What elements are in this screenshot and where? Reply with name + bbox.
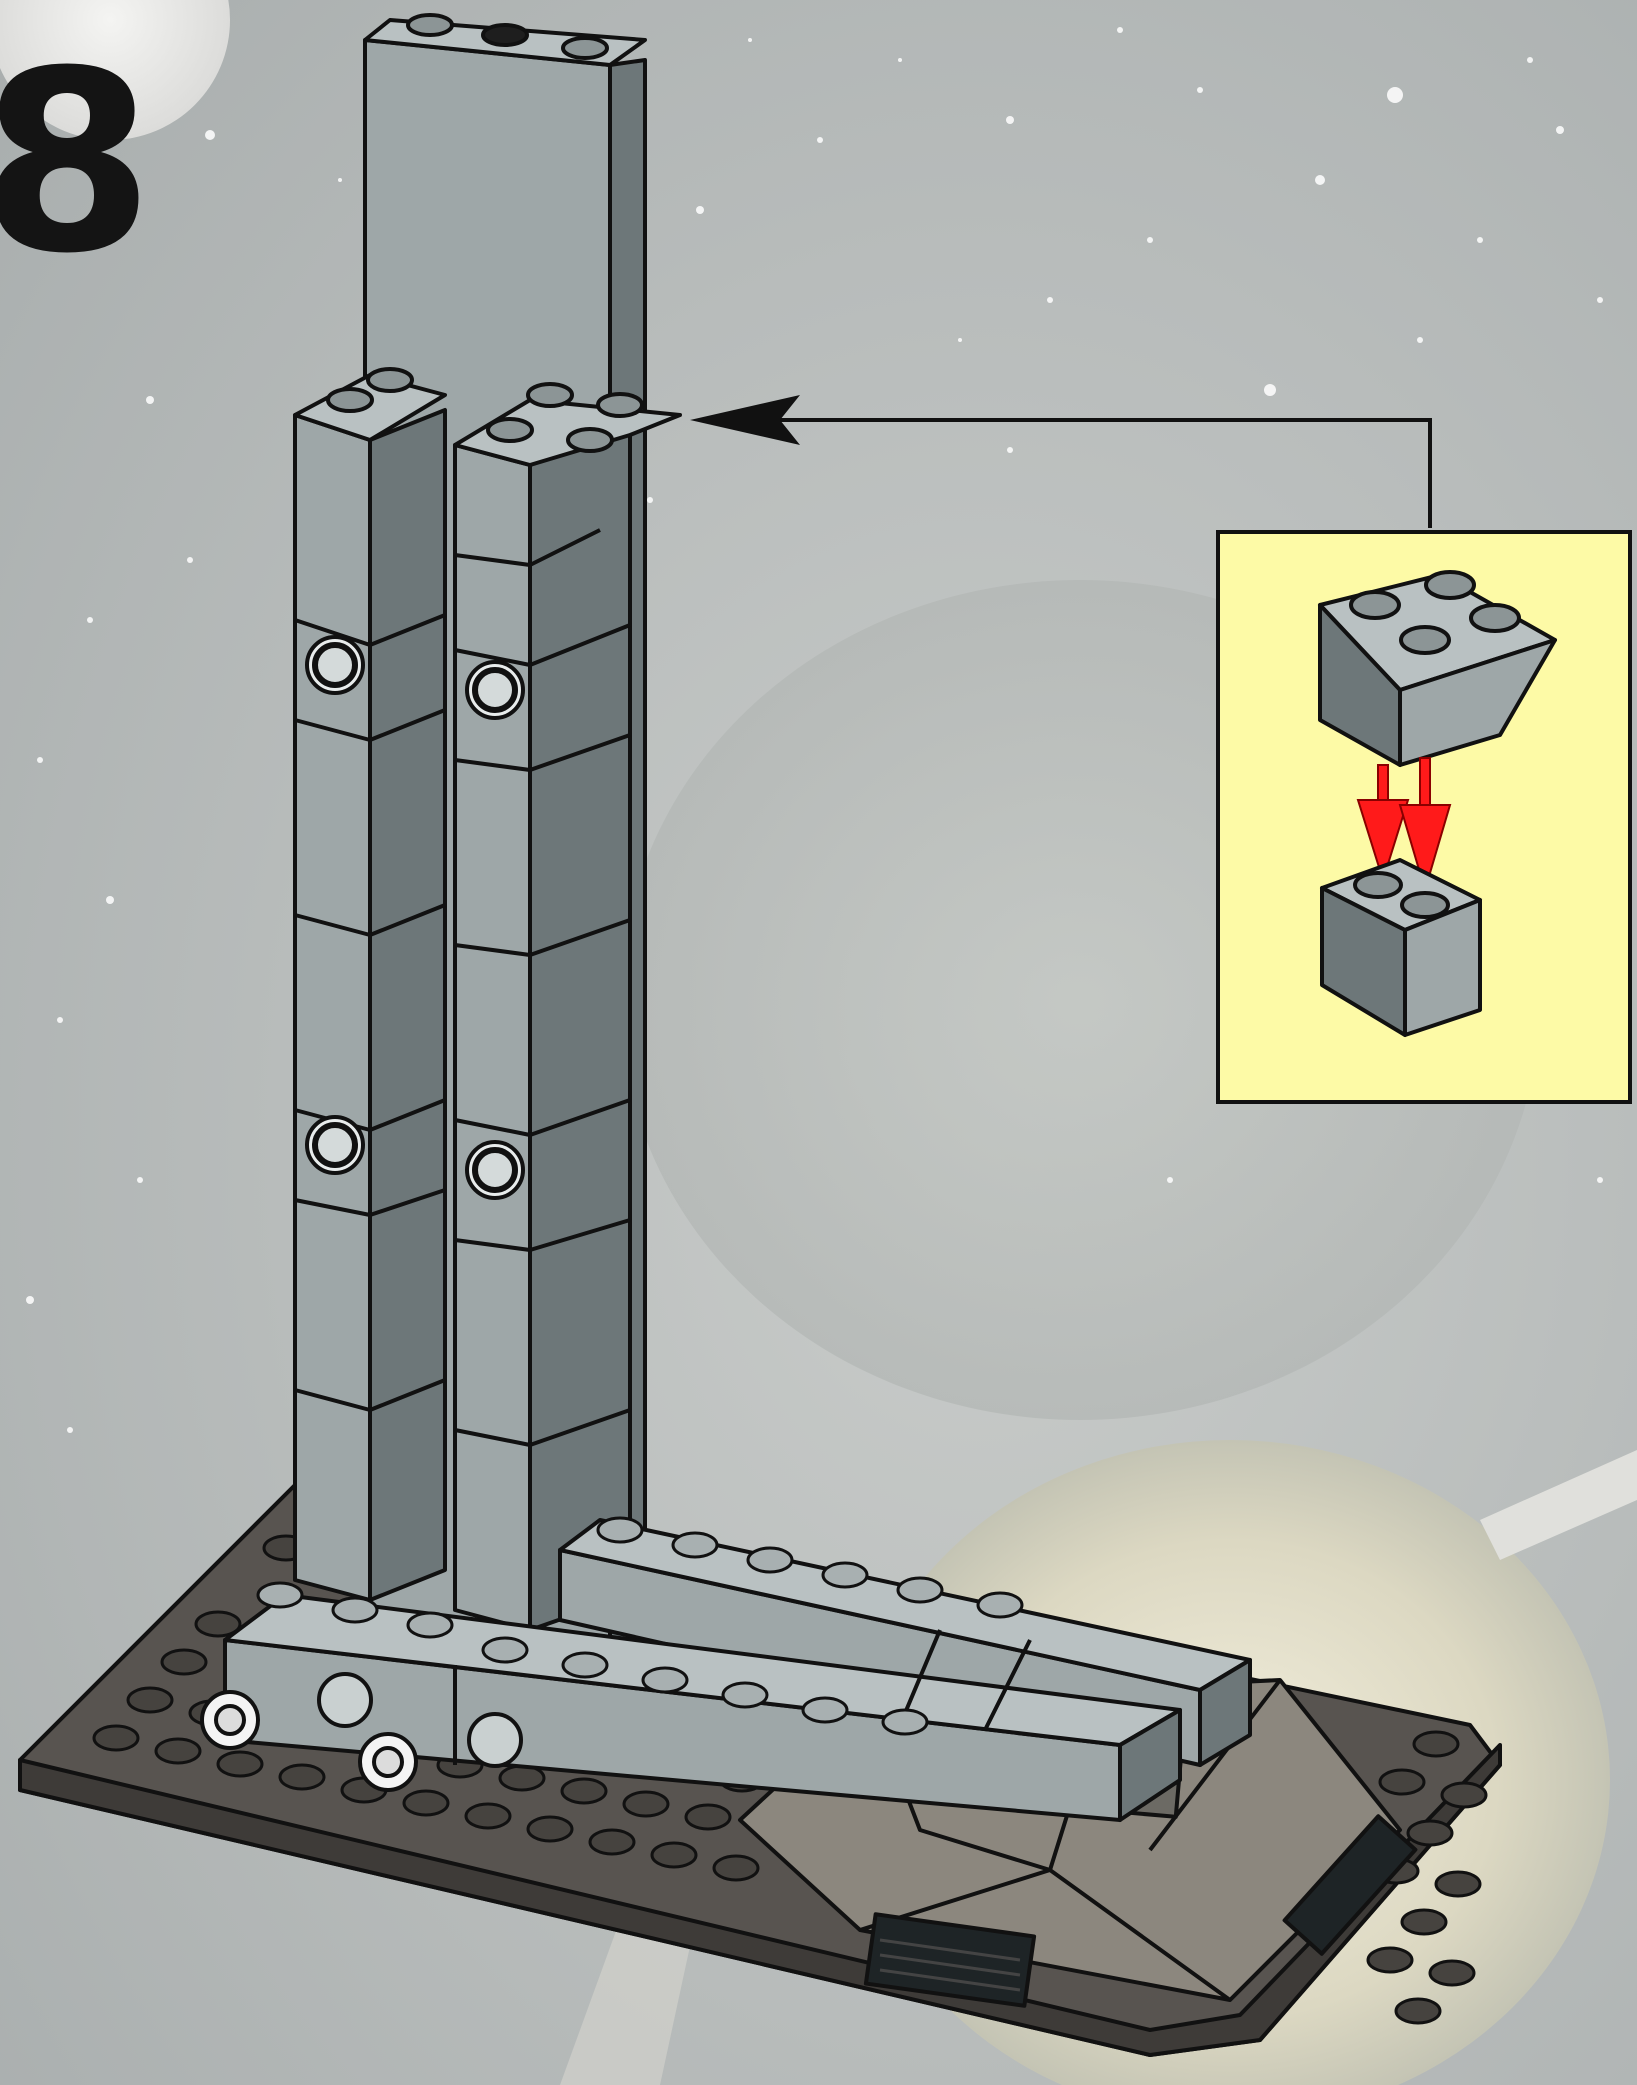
baseplate-stud [1368, 1948, 1412, 1972]
baseplate-stud [624, 1792, 668, 1816]
callout-box [1218, 532, 1630, 1102]
baseplate-stud [466, 1804, 510, 1828]
baseplate-stud [1436, 1872, 1480, 1896]
baseplate-stud [528, 1817, 572, 1841]
baseplate-stud [1402, 1910, 1446, 1934]
baseplate-stud [1430, 1961, 1474, 1985]
baseplate-stud [1380, 1770, 1424, 1794]
baseplate-stud [280, 1765, 324, 1789]
baseplate-stud [1414, 1732, 1458, 1756]
baseplate-stud [1396, 1999, 1440, 2023]
baseplate-stud [94, 1726, 138, 1750]
baseplate-stud [686, 1805, 730, 1829]
baseplate-stud [1408, 1821, 1452, 1845]
step-number: 8 [0, 38, 154, 288]
baseplate-stud [652, 1843, 696, 1867]
baseplate-stud [218, 1752, 262, 1776]
baseplate-stud [1442, 1783, 1486, 1807]
baseplate-stud [156, 1739, 200, 1763]
left-column [295, 369, 445, 1600]
baseplate-stud [590, 1830, 634, 1854]
baseplate-stud [562, 1779, 606, 1803]
baseplate-stud [128, 1688, 172, 1712]
baseplate-stud [714, 1856, 758, 1880]
baseplate-stud [162, 1650, 206, 1674]
baseplate-stud [404, 1791, 448, 1815]
